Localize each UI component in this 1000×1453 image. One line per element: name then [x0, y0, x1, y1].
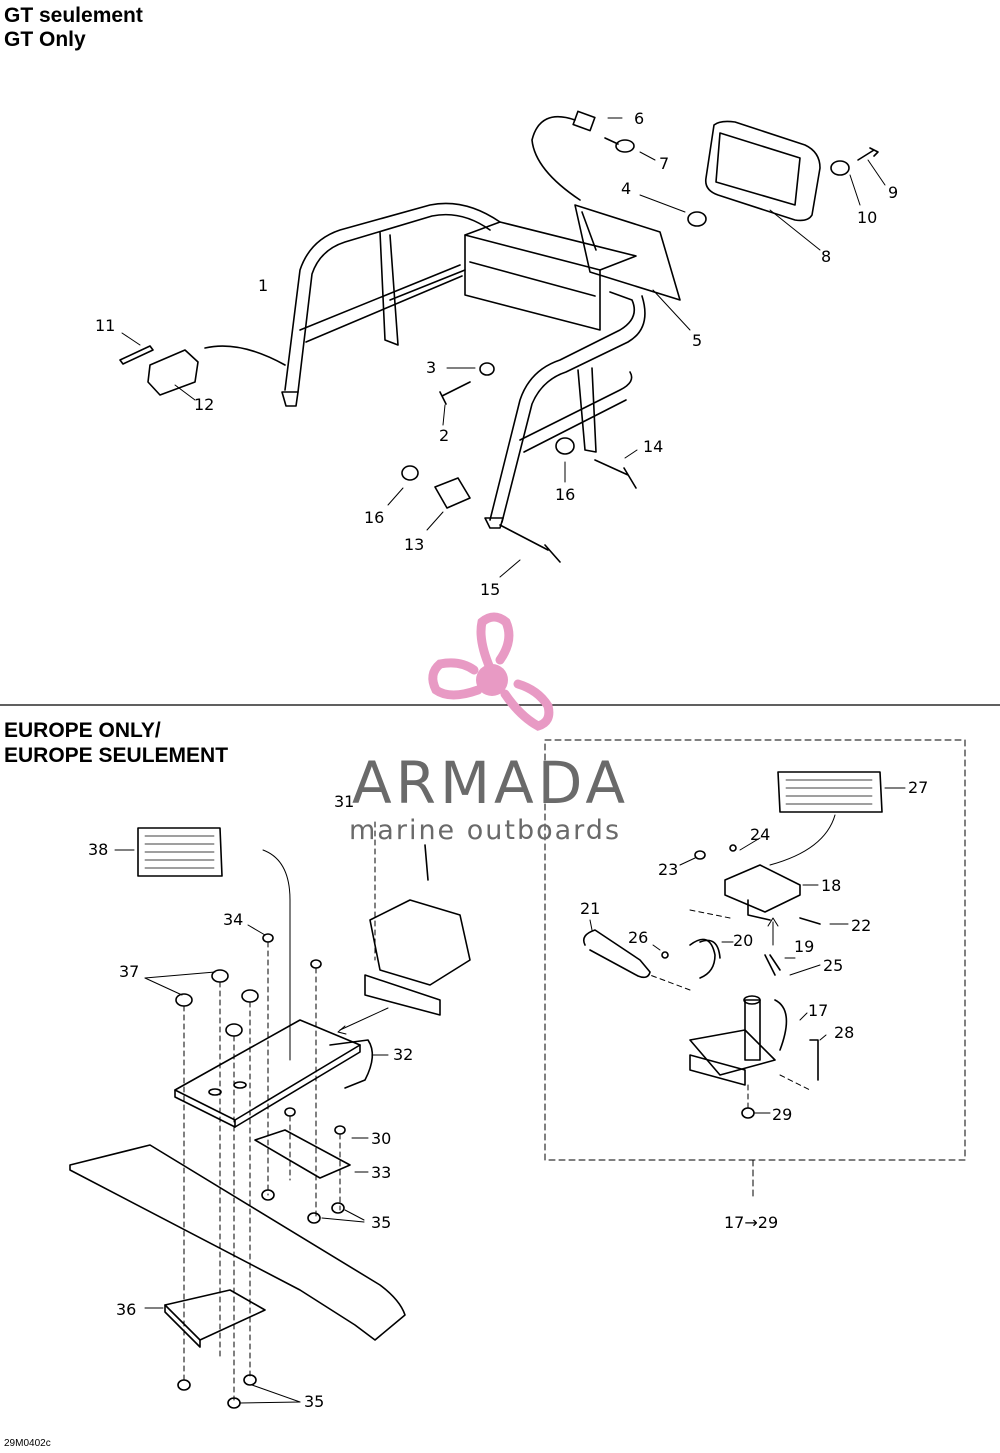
callout-32: 32: [393, 1045, 413, 1064]
leader-lines-left: [114, 849, 389, 1404]
callout-35-upper: 35: [371, 1213, 391, 1232]
bolt-2: [439, 381, 471, 405]
cable-20: [689, 938, 721, 979]
connector-11: [119, 345, 154, 365]
callout-28: 28: [834, 1023, 854, 1042]
callout-23: 23: [658, 860, 678, 879]
callout-21: 21: [580, 899, 600, 918]
callout-37: 37: [119, 962, 139, 981]
socket-6: [572, 110, 596, 132]
armada-propeller-logo: [428, 612, 554, 731]
post-17: [743, 995, 788, 1061]
callout-range-17-29: 17→29: [724, 1213, 778, 1232]
pin-21: [582, 929, 651, 979]
screw-9: [857, 147, 879, 161]
washer-10: [830, 160, 850, 176]
bottom-plate-36: [164, 1289, 266, 1348]
callout-10: 10: [857, 208, 877, 227]
warning-decal-38: [137, 827, 223, 877]
lock-bracket: [364, 844, 471, 1016]
washer-3: [479, 362, 495, 376]
connector-12: [147, 349, 199, 396]
callout-5: 5: [692, 331, 702, 350]
assembly-lines-right: [649, 909, 811, 1111]
watermark-tagline: marine outboards: [349, 815, 622, 846]
wire-harness: [204, 115, 581, 366]
callout-33: 33: [371, 1163, 391, 1182]
tail-light-bracket: [464, 204, 681, 331]
callout-6: 6: [634, 109, 644, 128]
bracket-18: [724, 864, 801, 921]
callout-36: 36: [116, 1300, 136, 1319]
callout-11: 11: [95, 316, 115, 335]
callout-2: 2: [439, 426, 449, 445]
callout-16-left: 16: [364, 508, 384, 527]
callout-29: 29: [772, 1105, 792, 1124]
callout-31: 31: [334, 792, 354, 811]
callout-15: 15: [480, 580, 500, 599]
callout-17: 17: [808, 1001, 828, 1020]
callout-14: 14: [643, 437, 663, 456]
drawing-code: 29M0402c: [4, 1438, 51, 1449]
small-parts-right: [661, 844, 821, 1119]
callout-35-lower: 35: [304, 1392, 324, 1411]
long-cover-plate: [69, 1144, 406, 1341]
tail-light-lens: [704, 120, 821, 222]
callout-22: 22: [851, 916, 871, 935]
base-bracket-17: [689, 1029, 776, 1086]
title-europe-fr: EUROPE SEULEMENT: [4, 744, 229, 767]
leader-lines-right: [589, 787, 906, 1114]
callout-1: 1: [258, 276, 268, 295]
callout-18: 18: [821, 876, 841, 895]
spacer-13: [434, 477, 471, 509]
leader-lines-top: [121, 117, 886, 578]
mounting-plate-32: [174, 1019, 374, 1128]
callout-4: 4: [621, 179, 631, 198]
title-gt-fr: GT seulement: [4, 4, 143, 27]
callout-9: 9: [888, 183, 898, 202]
bolt-15: [499, 524, 561, 563]
bolt-14: [594, 459, 637, 489]
callout-27: 27: [908, 778, 928, 797]
callout-30: 30: [371, 1129, 391, 1148]
detail-frame: [544, 739, 966, 1161]
assembly-lines-left: [183, 821, 376, 1401]
callout-19: 19: [794, 937, 814, 956]
callout-38: 38: [88, 840, 108, 859]
nuts-35: [177, 1189, 345, 1409]
grab-handle-frame: [281, 202, 646, 529]
washer-16b: [555, 437, 575, 455]
callout-7: 7: [659, 154, 669, 173]
callout-8: 8: [821, 247, 831, 266]
callout-13: 13: [404, 535, 424, 554]
nut-4: [687, 211, 707, 227]
callout-26: 26: [628, 928, 648, 947]
callout-34: 34: [223, 910, 243, 929]
callout-20: 20: [733, 931, 753, 950]
washer-16a: [401, 465, 419, 481]
warning-decal-27: [777, 771, 883, 813]
callout-24: 24: [750, 825, 770, 844]
callout-25: 25: [823, 956, 843, 975]
callout-3: 3: [426, 358, 436, 377]
watermark-brand: ARMADA: [352, 749, 630, 817]
callout-16-right: 16: [555, 485, 575, 504]
callout-12: 12: [194, 395, 214, 414]
callout-labels: 1 2 3 4 5 6 7 8 9 10 11 12 13 14 15 16 1…: [88, 109, 928, 1411]
spacer-plate-33: [254, 1129, 351, 1179]
title-europe-en: EUROPE ONLY/: [4, 719, 161, 742]
title-gt-en: GT Only: [4, 28, 86, 51]
bulb-7: [604, 137, 635, 153]
